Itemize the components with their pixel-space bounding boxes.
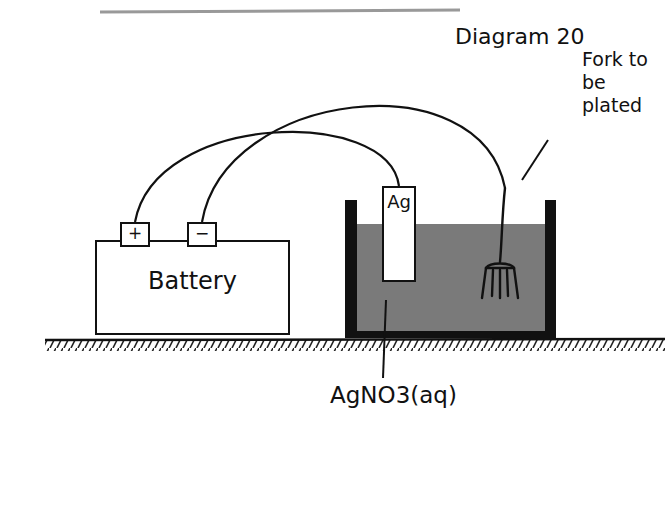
silver-electrode: Ag bbox=[382, 186, 416, 282]
leader-line bbox=[522, 140, 548, 180]
ground-line bbox=[45, 339, 665, 340]
battery: Battery+− bbox=[95, 240, 290, 335]
beaker-bottom bbox=[345, 331, 556, 338]
leader-line bbox=[383, 300, 386, 378]
fork bbox=[482, 188, 518, 298]
node-text: Ag bbox=[384, 192, 414, 212]
wire bbox=[202, 106, 505, 222]
battery-terminal: − bbox=[187, 222, 217, 247]
ground-hatching bbox=[45, 340, 665, 351]
page-edge bbox=[100, 10, 460, 12]
beaker-wall bbox=[545, 200, 556, 338]
diagram-title: Diagram 20 bbox=[455, 24, 584, 49]
beaker-wall bbox=[345, 200, 357, 338]
node-text: Battery bbox=[97, 268, 288, 294]
callout-label: Fork to be plated bbox=[582, 48, 666, 116]
node-text: − bbox=[189, 224, 215, 243]
solution-label: AgNO3(aq) bbox=[330, 382, 480, 410]
node-text: + bbox=[122, 224, 148, 243]
battery-terminal: + bbox=[120, 222, 150, 247]
wire bbox=[135, 132, 399, 222]
